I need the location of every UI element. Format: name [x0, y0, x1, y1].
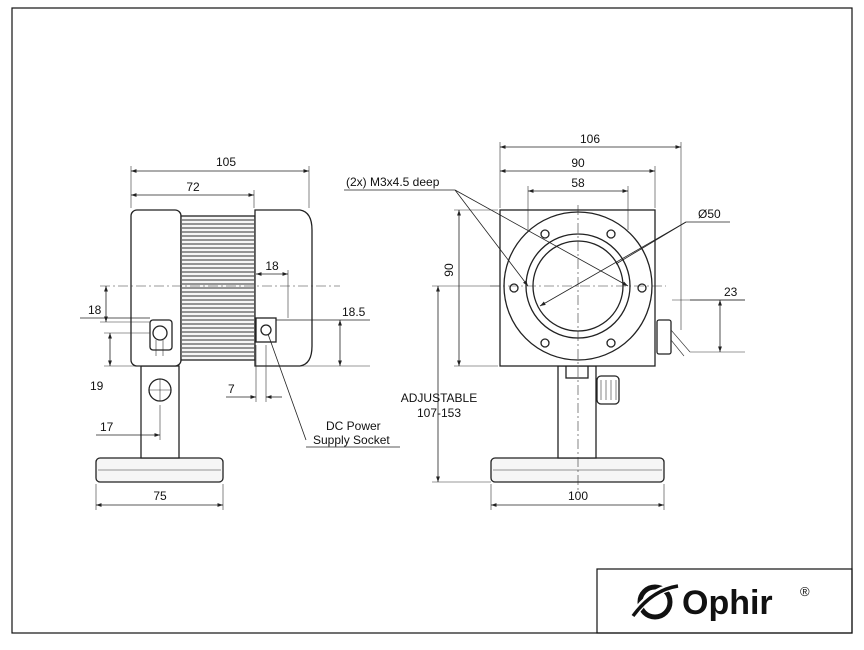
dim-18-left: 18	[88, 303, 102, 317]
dim-75: 75	[153, 489, 167, 503]
dc-callout-line1: DC Power	[326, 419, 381, 433]
dim-aperture: Ø50	[698, 207, 721, 221]
dc-socket-pin	[260, 324, 272, 336]
drawing-frame	[11, 7, 853, 634]
dim-18-connector: 18	[265, 259, 279, 273]
dim-19: 19	[90, 379, 104, 393]
front-post	[557, 365, 597, 459]
dim-105: 105	[216, 155, 236, 169]
dim-18-5: 18.5	[342, 305, 366, 319]
front-view: 106 90 58 90 ADJUSTABLE 107-153 Ø50 23	[344, 132, 745, 510]
thread-callout: (2x) M3x4.5 deep	[346, 175, 440, 189]
dim-106: 106	[580, 132, 600, 146]
dim-100: 100	[568, 489, 588, 503]
adjustable-range: 107-153	[417, 406, 461, 420]
ophir-logo-mark	[628, 582, 681, 620]
front-post-knob	[596, 375, 620, 405]
dim-90-top: 90	[571, 156, 585, 170]
logo-box: Ophir ®	[596, 568, 853, 634]
dim-58: 58	[571, 176, 585, 190]
dim-7: 7	[228, 382, 235, 396]
brand-registered: ®	[800, 584, 810, 599]
dim-17: 17	[100, 420, 114, 434]
dim-23: 23	[724, 285, 738, 299]
screw-holes	[509, 229, 647, 348]
dc-callout-line2: Supply Socket	[313, 433, 390, 447]
side-view: 105 72 18 18 19 17 7 18.5	[80, 155, 400, 510]
dim-72: 72	[186, 180, 200, 194]
dim-90-vertical: 90	[442, 263, 456, 277]
adjustable-label: ADJUSTABLE	[401, 391, 477, 405]
front-clamp	[656, 319, 672, 355]
brand-name: Ophir	[682, 584, 773, 622]
heatsink-fins	[182, 219, 254, 357]
